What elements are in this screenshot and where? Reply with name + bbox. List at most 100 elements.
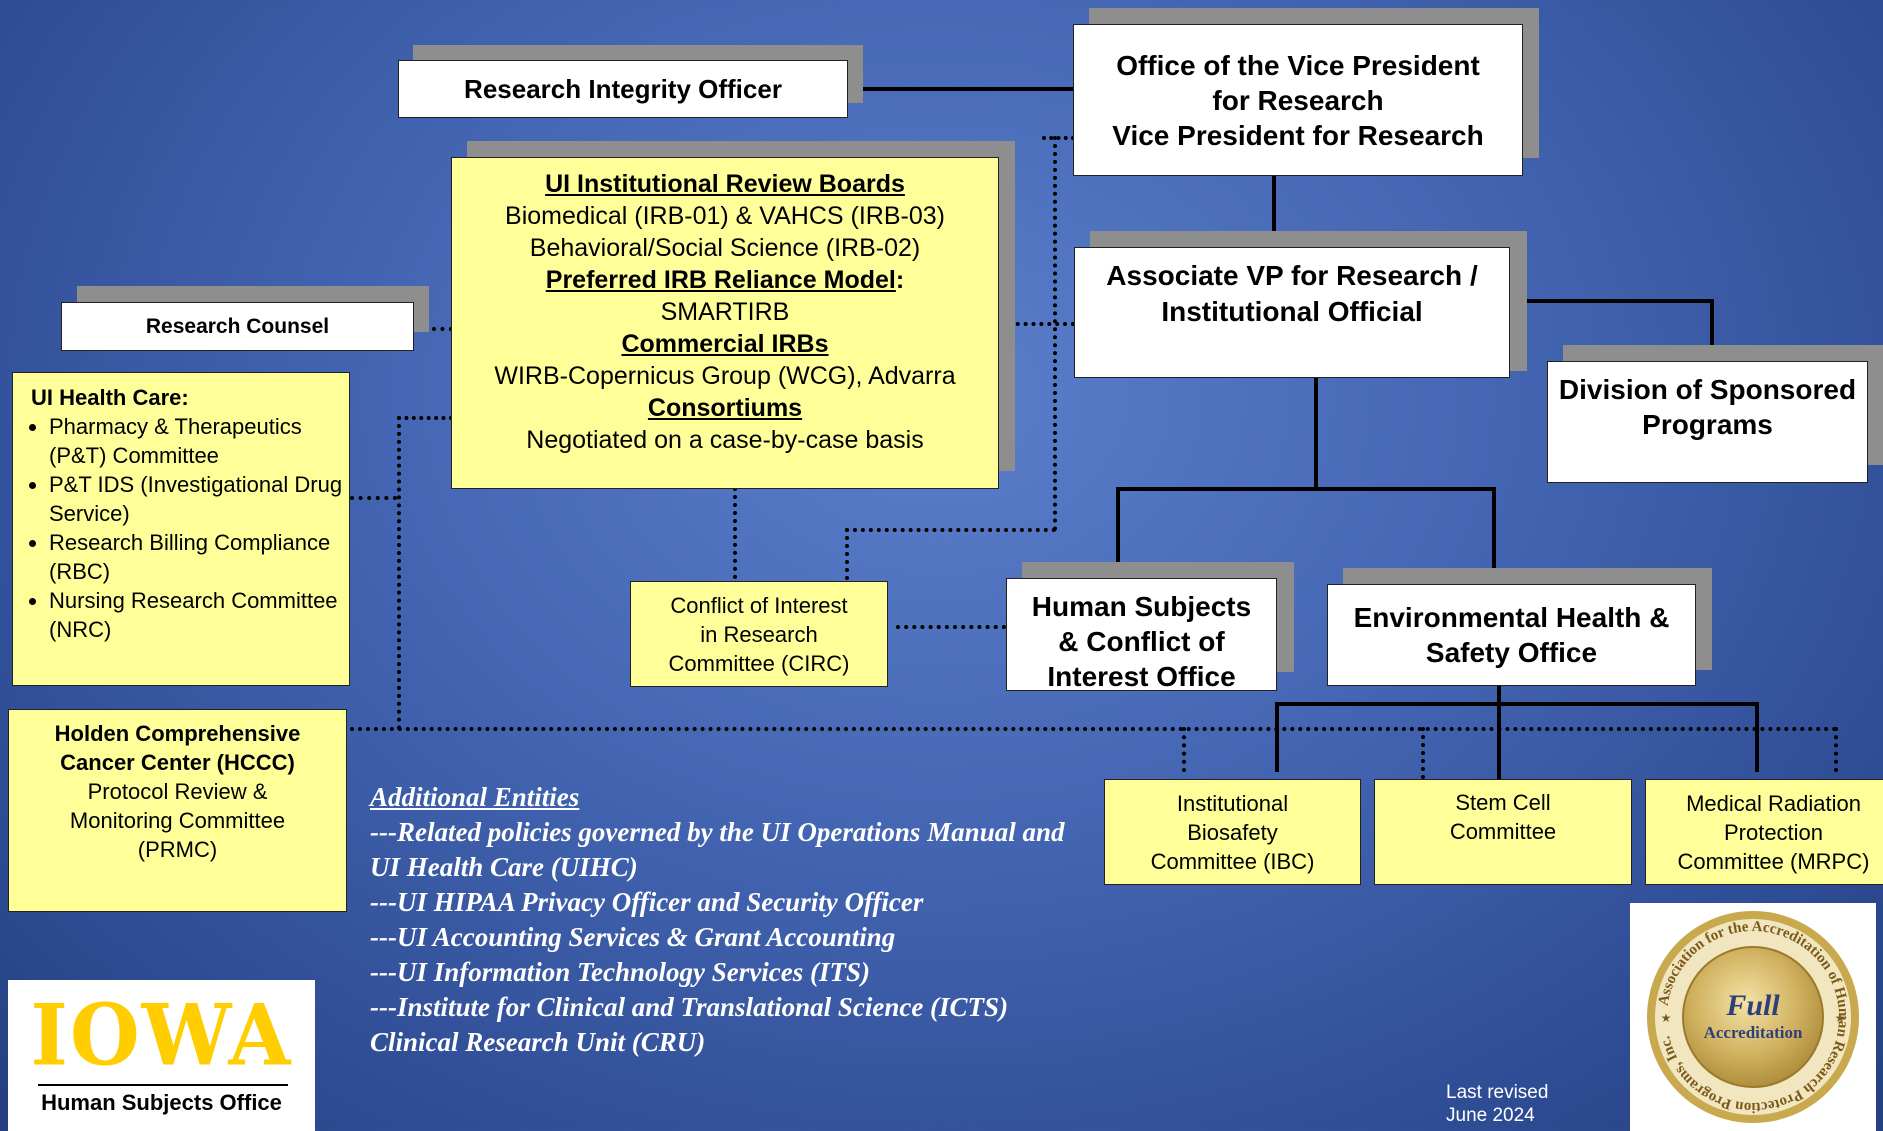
- entities-title: Additional Entities: [370, 782, 580, 812]
- entities-line: ---Related policies governed by the UI O…: [370, 817, 1065, 882]
- revised-line2: June 2024: [1446, 1105, 1535, 1126]
- seal-star-left-icon: ★: [1661, 1011, 1672, 1025]
- line-rio-vpr: [845, 87, 1075, 91]
- line-vpr-avpr: [1272, 174, 1276, 232]
- entities-line: ---UI HIPAA Privacy Officer and Security…: [370, 887, 924, 917]
- iowa-wordmark: IOWA: [30, 985, 293, 1085]
- research-integrity-officer-box: Research Integrity Officer: [398, 60, 848, 118]
- line-avpr-dsp-h: [1508, 299, 1714, 303]
- mrpc-line3: Committee (MRPC): [1677, 848, 1870, 874]
- dotted-circ-hscoi: [896, 625, 1006, 629]
- sponsored-programs-box: Division of Sponsored Programs: [1547, 361, 1868, 483]
- ehs-line1: Environmental Health &: [1353, 602, 1670, 633]
- irb-line-wcg: WIRB-Copernicus Group (WCG), Advarra: [494, 362, 956, 390]
- dotted-uihc-spine: [350, 496, 397, 500]
- irb-heading-consortiums: Consortiums: [647, 394, 803, 422]
- hccc-line1: Holden Comprehensive: [54, 721, 301, 746]
- dotted-left-spine: [397, 416, 401, 730]
- hccc-line5: (PRMC): [137, 837, 218, 862]
- seal-center-disc: [1682, 946, 1824, 1088]
- vpr-line3: Vice President for Research: [1112, 119, 1484, 151]
- line-ehs-ibc: [1275, 702, 1279, 772]
- irb-heading-reliance-wrap: Preferred IRB Reliance Model:: [546, 264, 904, 296]
- hccc-line3: Protocol Review &: [87, 779, 268, 804]
- human-subjects-office-box: Human Subjects & Conflict of Interest Of…: [1006, 578, 1277, 691]
- dotted-to-circ-v: [845, 528, 849, 580]
- ibc-line2: Biosafety: [1187, 819, 1278, 845]
- line-branch-hscoi: [1116, 487, 1120, 569]
- uihc-item: P&T IDS (Investigational Drug Service): [49, 470, 343, 528]
- stem-cell-box: Stem Cell Committee: [1374, 779, 1632, 885]
- iowa-logo-rule: [38, 1084, 288, 1086]
- dotted-bus-stem: [1421, 727, 1425, 795]
- hscoi-line1: Human Subjects: [1031, 591, 1252, 622]
- dotted-counsel-irb: [415, 327, 453, 331]
- vpr-office-box: Office of the Vice President for Researc…: [1073, 24, 1523, 176]
- research-counsel-box: Research Counsel: [61, 302, 414, 351]
- additional-entities: Additional Entities ---Related policies …: [370, 780, 1090, 1060]
- dotted-vpr-down: [1053, 136, 1057, 531]
- uihc-item: Pharmacy & Therapeutics (P&T) Committee: [49, 412, 343, 470]
- avpr-line2: Institutional Official: [1161, 296, 1423, 327]
- irb-line-biomedical: Biomedical (IRB-01) & VAHCS (IRB-03): [505, 202, 945, 230]
- ibc-box: Institutional Biosafety Committee (IBC): [1104, 779, 1361, 885]
- dotted-irb-left: [397, 416, 453, 420]
- irb-line-negotiated: Negotiated on a case-by-case basis: [526, 426, 924, 454]
- circ-line1: Conflict of Interest: [670, 592, 848, 618]
- irb-heading-institutional: UI Institutional Review Boards: [545, 170, 905, 198]
- avpr-line1: Associate VP for Research /: [1106, 260, 1478, 291]
- entities-line: ---Institute for Clinical and Translatio…: [370, 992, 1009, 1057]
- ibc-line1: Institutional: [1176, 790, 1289, 816]
- dotted-to-circ-h: [845, 528, 1056, 532]
- uihc-item: Nursing Research Committee (NRC): [49, 586, 343, 644]
- stem-line1: Stem Cell: [1455, 790, 1551, 815]
- irb-heading-reliance: Preferred IRB Reliance Model: [545, 266, 896, 294]
- iowa-logo-caption: Human Subjects Office: [41, 1090, 282, 1115]
- irb-box: UI Institutional Review Boards Biomedica…: [451, 157, 999, 489]
- last-revised: Last revised June 2024: [1446, 1081, 1586, 1127]
- circ-line2: in Research: [700, 621, 818, 647]
- line-branch-h: [1116, 487, 1496, 491]
- hscoi-line2: & Conflict of: [1058, 626, 1225, 657]
- ehs-line2: Safety Office: [1425, 637, 1598, 668]
- dotted-bottom-bus: [350, 727, 1838, 731]
- circ-box: Conflict of Interest in Research Committ…: [630, 581, 888, 687]
- circ-line3: Committee (CIRC): [668, 650, 850, 676]
- dsp-line2: Programs: [1642, 409, 1773, 440]
- ibc-line3: Committee (IBC): [1150, 848, 1315, 874]
- mrpc-line2: Protection: [1723, 819, 1824, 845]
- dotted-irb-circ: [733, 487, 737, 579]
- seal-full: Full: [1725, 989, 1780, 1022]
- dotted-bus-mrpc: [1834, 727, 1838, 772]
- seal-graphic: Association for the Accreditation of Hum…: [1647, 911, 1859, 1123]
- dotted-irb-avpr: [1000, 322, 1075, 326]
- entities-line: ---UI Accounting Services & Grant Accoun…: [370, 922, 896, 952]
- line-ehs-h: [1275, 702, 1759, 706]
- line-ehs-down: [1497, 684, 1501, 786]
- dsp-line1: Division of Sponsored: [1558, 374, 1857, 405]
- vpr-line1: Office of the Vice President: [1116, 49, 1480, 81]
- uihc-title: UI Health Care:: [31, 385, 189, 410]
- ehs-office-box: Environmental Health & Safety Office: [1327, 584, 1696, 686]
- dotted-vpr-left: [1042, 136, 1075, 140]
- irb-line-behavioral: Behavioral/Social Science (IRB-02): [529, 234, 921, 262]
- hccc-box: Holden Comprehensive Cancer Center (HCCC…: [8, 709, 347, 912]
- line-branch-ehs: [1492, 487, 1496, 569]
- ui-health-care-box: UI Health Care: Pharmacy & Therapeutics …: [12, 372, 350, 686]
- revised-line1: Last revised: [1446, 1082, 1549, 1103]
- irb-heading-reliance-colon: :: [895, 266, 905, 294]
- counsel-label: Research Counsel: [145, 314, 330, 338]
- uihc-item: Research Billing Compliance (RBC): [49, 528, 343, 586]
- iowa-logo: IOWA Human Subjects Office: [8, 980, 315, 1131]
- accreditation-seal: Association for the Accreditation of Hum…: [1630, 903, 1876, 1131]
- associate-vp-box: Associate VP for Research / Institutiona…: [1074, 247, 1510, 378]
- line-avpr-down: [1314, 377, 1318, 489]
- hccc-line4: Monitoring Committee: [69, 808, 286, 833]
- hccc-line2: Cancer Center (HCCC): [60, 750, 295, 775]
- mrpc-line1: Medical Radiation: [1686, 790, 1861, 816]
- irb-heading-commercial: Commercial IRBs: [621, 330, 829, 358]
- irb-line-smartirb: SMARTIRB: [660, 298, 790, 326]
- dotted-bus-ibc: [1182, 727, 1186, 772]
- seal-accreditation: Accreditation: [1704, 1023, 1803, 1042]
- line-ehs-mrpc: [1755, 702, 1759, 772]
